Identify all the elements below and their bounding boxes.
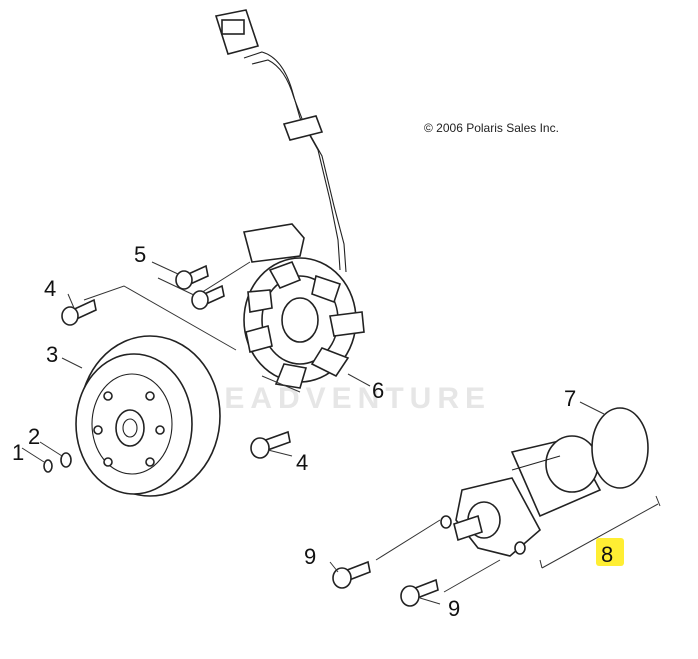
callout-2[interactable]: 2 (28, 424, 40, 449)
o-ring[interactable] (591, 407, 649, 489)
bolt-9-lower[interactable] (400, 578, 439, 607)
watermark-text: LEADVENTURE (200, 382, 491, 415)
washer-part[interactable] (43, 459, 53, 473)
stator-wire-harness[interactable] (214, 9, 347, 273)
callout-7[interactable]: 7 (564, 386, 576, 411)
bolt-9-upper[interactable] (332, 560, 371, 589)
bolt-4-lower[interactable] (250, 430, 291, 459)
callout-9-lower[interactable]: 9 (448, 596, 460, 621)
callout-1[interactable]: 1 (12, 440, 24, 465)
starter-motor[interactable] (440, 435, 602, 557)
flywheel[interactable] (75, 335, 221, 497)
callout-8[interactable]: 8 (601, 542, 613, 567)
copyright-text: © 2006 Polaris Sales Inc. (424, 121, 559, 135)
stator-pickup-icon (243, 223, 305, 263)
bolt-4-upper[interactable] (61, 298, 97, 326)
callout-5[interactable]: 5 (134, 242, 146, 267)
wire-clamp-icon (282, 115, 324, 141)
bolt-5-a[interactable] (175, 264, 209, 290)
callout-3[interactable]: 3 (46, 342, 58, 367)
bolt-5-b[interactable] (191, 284, 225, 310)
callout-9-upper[interactable]: 9 (304, 544, 316, 569)
stator[interactable] (243, 223, 365, 389)
callout-4-upper[interactable]: 4 (44, 276, 56, 301)
highlight-box (596, 538, 624, 566)
callout-6[interactable]: 6 (372, 378, 384, 403)
callout-4-lower[interactable]: 4 (296, 450, 308, 475)
nut-part[interactable] (60, 452, 72, 468)
